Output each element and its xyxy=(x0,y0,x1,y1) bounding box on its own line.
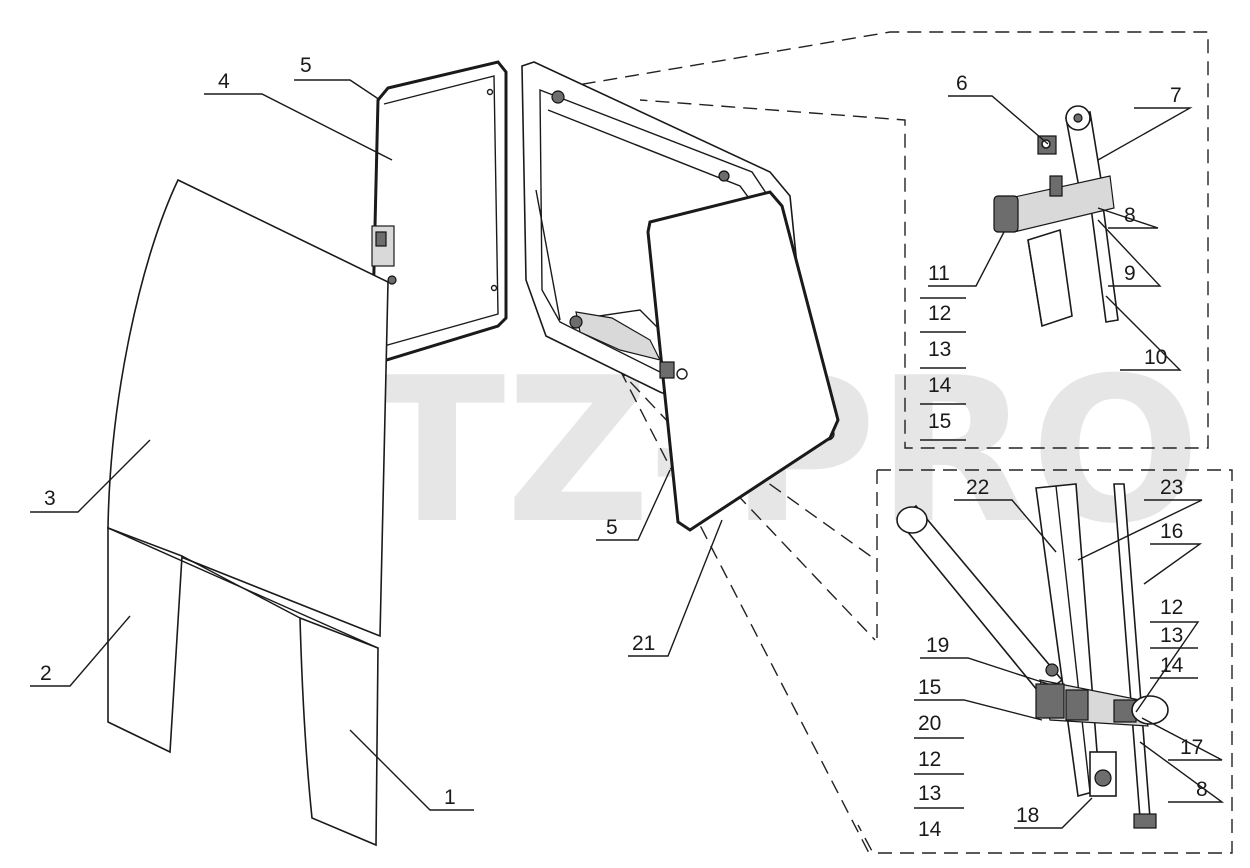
callout-7: 7 xyxy=(1170,84,1182,107)
callout-8-lower: 8 xyxy=(1196,778,1208,801)
label-separators xyxy=(914,297,1198,809)
callout-21: 21 xyxy=(632,632,655,655)
callout-8-upper: 8 xyxy=(1124,204,1136,227)
door-glass xyxy=(646,190,840,532)
upper-bracket-assembly xyxy=(993,105,1119,328)
callout-4: 4 xyxy=(218,70,230,93)
callout-15-lower: 15 xyxy=(918,676,941,699)
callout-14-upper: 14 xyxy=(928,374,952,397)
callout-13-upper: 13 xyxy=(928,338,951,361)
callout-22: 22 xyxy=(966,476,989,499)
callout-14-right: 14 xyxy=(1160,654,1184,677)
callout-12-lower: 12 xyxy=(918,748,941,771)
callout-15-upper: 15 xyxy=(928,410,951,433)
detail-box-upper xyxy=(559,31,1209,449)
callout-5-rear: 5 xyxy=(300,54,312,77)
callout-19: 19 xyxy=(926,634,949,657)
callout-12-right: 12 xyxy=(1160,596,1183,619)
callout-3: 3 xyxy=(44,487,56,510)
callout-13-right: 13 xyxy=(1160,624,1183,647)
callout-18: 18 xyxy=(1016,804,1039,827)
callout-20: 20 xyxy=(918,712,941,735)
rear-window-glass xyxy=(370,60,508,364)
callout-2: 2 xyxy=(40,662,52,685)
callout-13-lower: 13 xyxy=(918,782,941,805)
callout-1: 1 xyxy=(444,786,456,809)
callout-6: 6 xyxy=(956,72,968,95)
panel-seam-inner xyxy=(181,555,301,619)
callout-10: 10 xyxy=(1144,346,1167,369)
lower-regulator-assembly xyxy=(896,483,1169,829)
callout-14-lower: 14 xyxy=(918,818,942,841)
callout-9: 9 xyxy=(1124,262,1136,285)
leader-lines xyxy=(30,79,1225,829)
callout-23: 23 xyxy=(1160,476,1183,499)
callout-5-door: 5 xyxy=(606,516,618,539)
callout-12-upper: 12 xyxy=(928,302,951,325)
callout-16: 16 xyxy=(1160,520,1183,543)
lower-panel-right xyxy=(299,616,379,847)
callout-11: 11 xyxy=(928,262,950,285)
lower-panel-left xyxy=(107,526,183,754)
callout-17: 17 xyxy=(1180,736,1203,759)
